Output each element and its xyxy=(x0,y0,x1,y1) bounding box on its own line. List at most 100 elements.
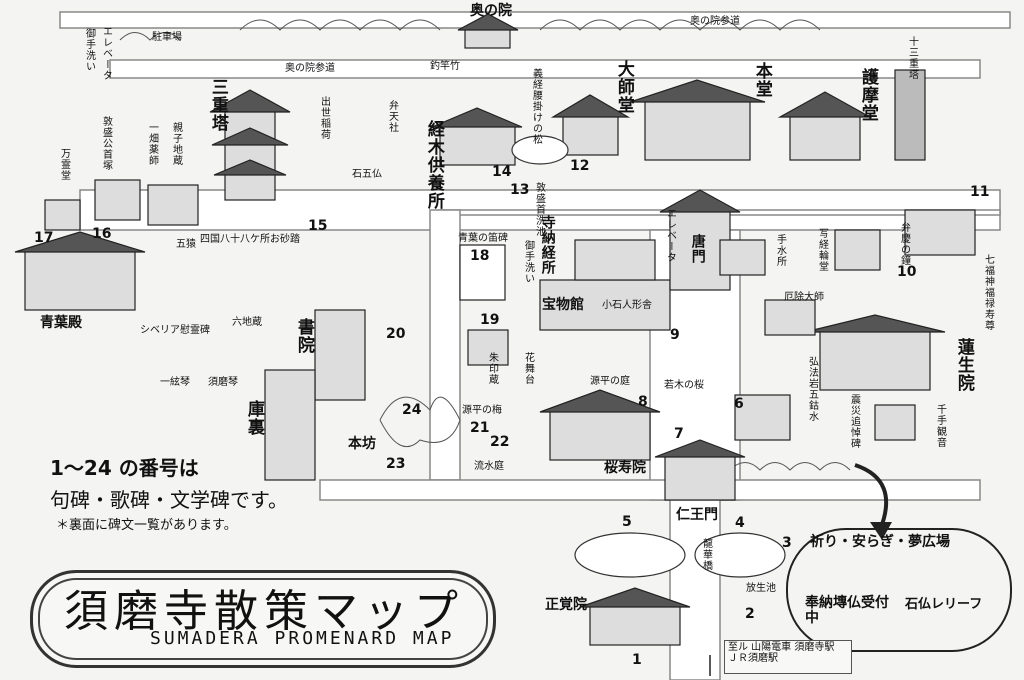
label-kobo-iwa: 弘法岩五鈷水 xyxy=(806,356,818,422)
title-frame xyxy=(30,570,496,668)
label-siberia: シベリア慰霊碑 xyxy=(140,325,210,336)
label-kuri: 庫裏 xyxy=(243,400,264,436)
label-atsumori-kubizuka: 敦盛公首塚 xyxy=(100,116,112,171)
label-rokujizo: 六地蔵 xyxy=(232,317,262,328)
label-tsurizao: 釣竿竹 xyxy=(430,61,460,72)
marker-13: 13 xyxy=(510,182,530,198)
shogakuin-bldg xyxy=(589,604,681,646)
label-elevator-left: エレベータ xyxy=(100,26,112,81)
marker-3: 3 xyxy=(782,535,792,551)
label-elevator-mid: エレベータ xyxy=(664,208,676,263)
label-gomado: 護摩堂 xyxy=(857,68,878,122)
hondo-bldg xyxy=(644,99,751,161)
label-rengein: 蓮生院 xyxy=(953,338,974,392)
label-shusse-inari: 出世稲荷 xyxy=(318,96,330,140)
label-ryusuitei: 流水庭 xyxy=(474,461,504,472)
ippata-bldg xyxy=(147,184,199,226)
label-benkei-kane: 弁慶の鐘 xyxy=(898,222,910,266)
label-okunoin-sando-left: 奥の院参道 xyxy=(285,63,335,74)
map-title-en: SUMADERA PROMENARD MAP xyxy=(150,628,455,649)
label-honbo: 本坊 xyxy=(348,436,376,452)
marker-5: 5 xyxy=(622,514,632,530)
label-shogakuin: 正覚院 xyxy=(545,597,587,613)
temizu-bldg xyxy=(719,239,766,276)
note-monuments: 句碑・歌碑・文学碑です。 xyxy=(50,488,288,512)
shojuin-bldg xyxy=(549,409,651,461)
label-oyako-jizo: 親子地蔵 xyxy=(170,122,182,166)
label-shinsai-tsuito: 震災追悼碑 xyxy=(848,394,860,449)
label-inori-hiroba: 祈り・安らぎ・夢広場 xyxy=(810,534,950,550)
arrow-to-plaza xyxy=(854,463,889,531)
label-atsumori-kubiaraiike: 敦盛首洗池 xyxy=(533,182,545,237)
label-wakaki-sakura: 若木の桜 xyxy=(664,380,704,391)
label-hojoike: 放生池 xyxy=(746,583,776,594)
label-daishido: 大師堂 xyxy=(613,60,634,114)
label-hono-sen: 奉納塼仏受付中 xyxy=(805,595,889,626)
kannon-hall xyxy=(874,404,916,441)
label-sekibutsu: 石仏レリーフ xyxy=(905,597,983,612)
rengein-bldg xyxy=(819,329,931,391)
label-station: 至ル 山陽電車 須磨寺駅 ＪＲ須磨駅 xyxy=(728,642,835,664)
marker-10: 10 xyxy=(897,264,917,280)
marker-6: 6 xyxy=(734,396,744,412)
marker-22: 22 xyxy=(490,434,510,450)
daishido-bldg xyxy=(562,114,619,156)
label-shichifukujin: 七福神福禄寿尊 xyxy=(982,254,994,331)
label-chushajo: 駐車場 xyxy=(152,32,182,43)
label-gorin: 五猿 xyxy=(176,239,196,250)
daishi-stat xyxy=(734,394,791,441)
jinou-bldg xyxy=(574,239,656,281)
label-koshikake: 義経腰掛けの松 xyxy=(530,68,542,145)
label-aoba-fuehi: 青葉の笛碑 xyxy=(458,233,508,244)
label-homotsukan: 宝物館 xyxy=(542,297,584,313)
pond-right xyxy=(694,532,786,578)
road-to-station xyxy=(669,499,721,680)
kubiarai-pond xyxy=(511,135,569,165)
marker-24: 24 xyxy=(402,402,422,418)
label-shakyo-rindo: 写経輪堂 xyxy=(816,228,828,272)
label-shoju-in: 桜寿院 xyxy=(604,460,646,476)
atsumori-bldg xyxy=(94,179,141,221)
kyoki-bldg xyxy=(439,124,516,166)
label-sanjunoto: 三重塔 xyxy=(207,78,228,132)
station-box xyxy=(724,640,852,674)
label-mandoudo: 万霊堂 xyxy=(58,148,70,181)
marker-23: 23 xyxy=(386,456,406,472)
marker-9: 9 xyxy=(670,327,680,343)
label-gogobutsu: 石五仏 xyxy=(352,169,382,180)
aoba-fue-area xyxy=(459,244,506,301)
label-ippata-yakushi: 一畑薬師 xyxy=(146,122,158,166)
label-temizu-left: 御手洗い xyxy=(83,28,95,72)
label-karamon: 唐門 xyxy=(689,234,706,264)
label-shoin: 書院 xyxy=(293,318,314,354)
marker-17: 17 xyxy=(34,230,54,246)
road-okunoin-sando xyxy=(109,59,981,79)
label-yakuyoke: 厄除大師 xyxy=(784,292,824,303)
label-shuinkan: 朱印蔵 xyxy=(486,352,498,385)
label-ichigenkin: 一絃琴 xyxy=(160,377,190,388)
mandoudo-bldg xyxy=(44,199,81,231)
label-juusantou: 十三重塔 xyxy=(906,36,918,80)
pond-left xyxy=(574,532,686,578)
marker-20: 20 xyxy=(386,326,406,342)
label-kyoki-kuyosho: 経木供養所 xyxy=(423,120,444,210)
label-jinou-kyosho: 寺納経所 xyxy=(539,215,556,275)
note-back: ＊裏面に碑文一覧があります。 xyxy=(56,518,237,533)
shoin-bldg xyxy=(314,309,366,401)
marker-8: 8 xyxy=(638,394,648,410)
marker-14: 14 xyxy=(492,164,512,180)
label-genpei-ume: 源平の梅 xyxy=(462,405,502,416)
right-small-bldg xyxy=(904,209,976,256)
seiyoden-bldg xyxy=(24,249,136,311)
marker-2: 2 xyxy=(745,606,755,622)
yakuyoke-bldg xyxy=(764,299,816,336)
label-okunoin: 奥の院 xyxy=(470,3,512,19)
inori-plaza-frame xyxy=(786,528,1012,652)
marker-11: 11 xyxy=(970,184,990,200)
label-niomon: 仁王門 xyxy=(676,507,718,523)
marker-16: 16 xyxy=(92,226,112,242)
pagoda-13 xyxy=(894,69,926,161)
pagoda-3 xyxy=(224,109,276,201)
